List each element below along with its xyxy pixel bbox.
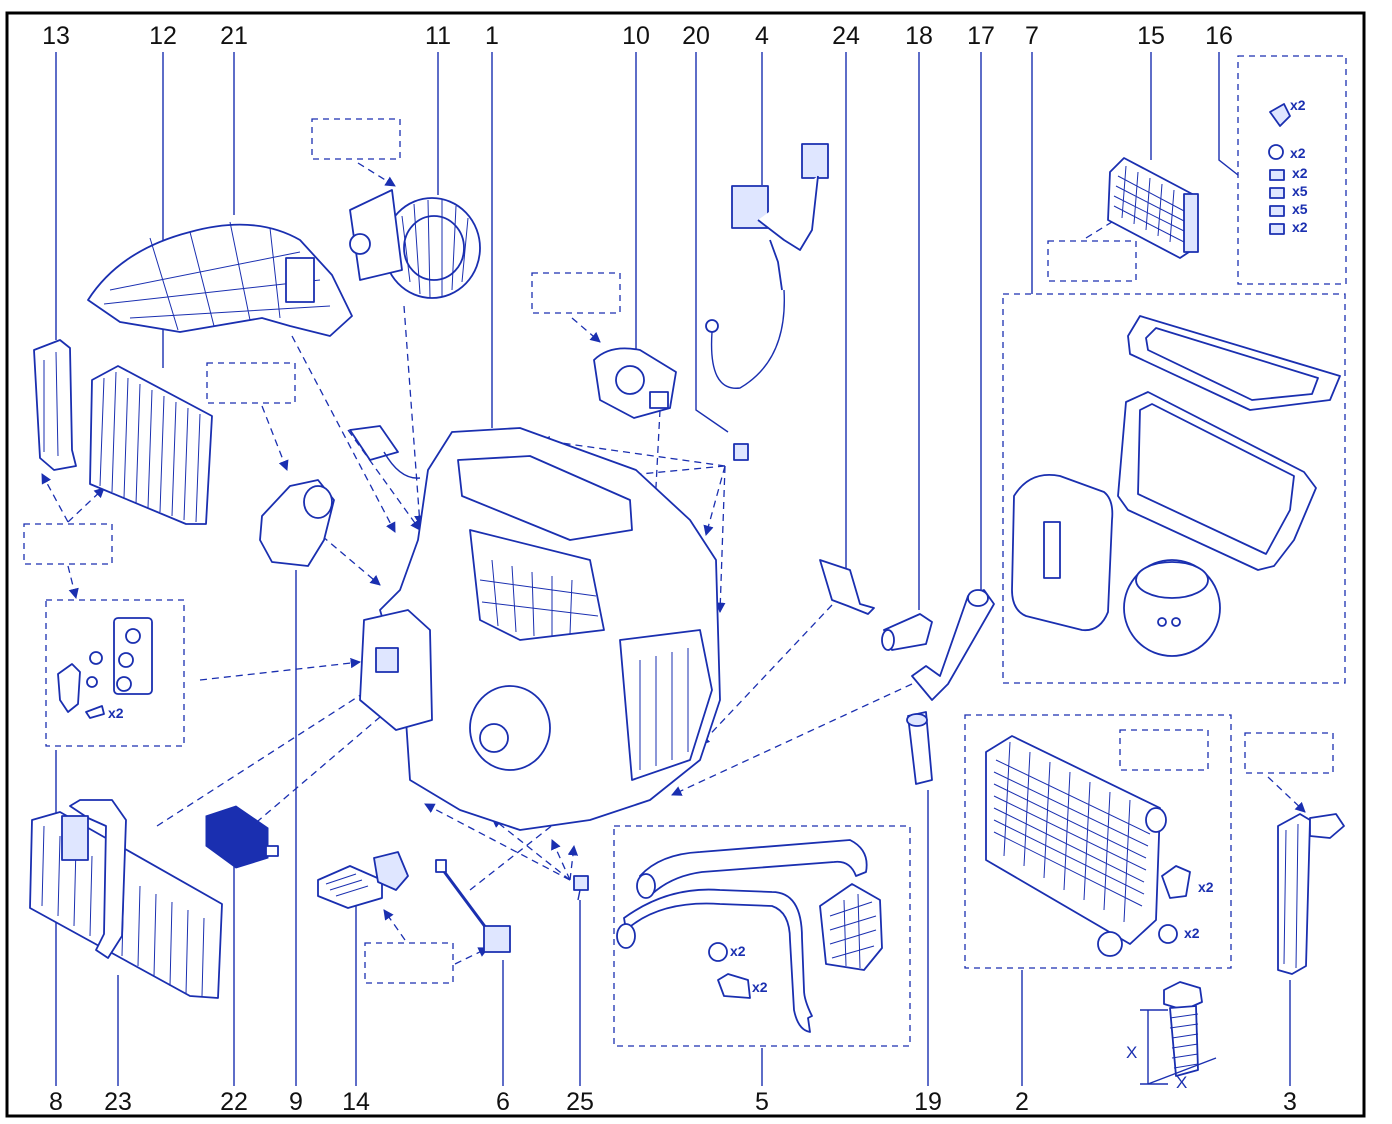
dim-label-horizontal: X bbox=[1176, 1073, 1187, 1092]
callout-6: 6 bbox=[496, 1088, 510, 1116]
callout-23: 23 bbox=[104, 1088, 132, 1116]
callout-18: 18 bbox=[905, 22, 933, 50]
kit-box-7 bbox=[1002, 293, 1346, 684]
callout-15: 15 bbox=[1137, 22, 1165, 50]
part-1-hvac-housing bbox=[349, 425, 721, 831]
callout-24: 24 bbox=[832, 22, 860, 50]
ref-box-10 bbox=[531, 272, 621, 314]
dashed-boxes bbox=[23, 55, 1347, 1047]
callout-13: 13 bbox=[42, 22, 70, 50]
ref-box-3 bbox=[1244, 732, 1334, 774]
part-6-sensor bbox=[435, 859, 511, 953]
part-18-connector bbox=[881, 613, 933, 651]
callout-17: 17 bbox=[967, 22, 995, 50]
ref-box-14-6 bbox=[364, 942, 454, 984]
part-21-air-duct bbox=[87, 221, 353, 337]
part-4-wiring-harness bbox=[705, 143, 829, 389]
callout-4: 4 bbox=[755, 22, 769, 50]
callout-25: 25 bbox=[566, 1088, 594, 1116]
part-13-side-trim bbox=[33, 339, 77, 471]
ref-box-11 bbox=[311, 118, 401, 160]
callout-2: 2 bbox=[1015, 1088, 1029, 1116]
callout-12: 12 bbox=[149, 22, 177, 50]
qty-kit16-6: x2 bbox=[1292, 219, 1308, 235]
callout-8: 8 bbox=[49, 1088, 63, 1116]
part-8-expansion-valve-kit: x2 bbox=[57, 617, 153, 721]
part-23-evaporator bbox=[29, 799, 223, 999]
callout-19: 19 bbox=[914, 1088, 942, 1116]
callouts-top: 13 12 21 11 1 10 20 4 24 18 17 7 15 16 bbox=[42, 22, 1233, 50]
part-7-seal-kit bbox=[1011, 315, 1341, 657]
kit-box-5 bbox=[613, 825, 911, 1047]
part-9-actuator bbox=[259, 479, 335, 567]
callout-1: 1 bbox=[485, 22, 499, 50]
qty-kit16-5: x5 bbox=[1292, 201, 1308, 217]
kit-box-16 bbox=[1237, 55, 1347, 285]
callout-10: 10 bbox=[622, 22, 650, 50]
callout-11: 11 bbox=[425, 22, 451, 50]
dim-label-vertical: X bbox=[1126, 1043, 1137, 1062]
callout-9: 9 bbox=[289, 1088, 303, 1116]
qty-kit16-3: x2 bbox=[1292, 165, 1308, 181]
ref-box-9 bbox=[206, 362, 296, 404]
callout-3: 3 bbox=[1283, 1088, 1297, 1116]
qty-kit16-4: x5 bbox=[1292, 183, 1308, 199]
callout-16: 16 bbox=[1205, 22, 1233, 50]
qty-kit16-2: x2 bbox=[1290, 145, 1306, 161]
callouts-bottom: 8 23 22 9 14 6 25 5 19 2 3 bbox=[49, 1088, 1297, 1116]
callout-14: 14 bbox=[342, 1088, 370, 1116]
part-24-bracket bbox=[819, 559, 875, 615]
callout-5: 5 bbox=[755, 1088, 769, 1116]
part-15-heater-core bbox=[1107, 157, 1199, 259]
callout-22: 22 bbox=[220, 1088, 248, 1116]
ref-box-2 bbox=[1119, 729, 1209, 771]
part-16-fastener-kit: x2 x2 x2 x5 x5 x2 bbox=[1268, 97, 1308, 235]
part-11-blower-motor bbox=[349, 189, 481, 299]
part-5-hose-kit: x2 x2 bbox=[616, 839, 883, 1033]
diagram-frame bbox=[5, 11, 1366, 1118]
callout-21: 21 bbox=[220, 22, 248, 50]
part-12-pollen-filter bbox=[89, 365, 213, 525]
qty-kit2-clip: x2 bbox=[1198, 879, 1214, 895]
part-19-drain bbox=[906, 711, 933, 785]
screw-dimension-detail: X X bbox=[1126, 981, 1217, 1092]
leader-lines bbox=[55, 52, 1291, 1086]
part-14-control-module bbox=[317, 851, 409, 909]
ref-box-13 bbox=[23, 523, 113, 565]
part-20-screw bbox=[733, 443, 749, 461]
qty-kit16-1: x2 bbox=[1290, 97, 1306, 113]
callout-20: 20 bbox=[682, 22, 710, 50]
qty-kit2-ring: x2 bbox=[1184, 925, 1200, 941]
part-17-pipe bbox=[911, 589, 995, 701]
qty-kit8: x2 bbox=[108, 705, 124, 721]
callout-7: 7 bbox=[1025, 22, 1039, 50]
part-22-resistor bbox=[205, 805, 279, 869]
ref-box-15 bbox=[1047, 240, 1137, 282]
kit-box-2 bbox=[964, 714, 1232, 969]
qty-kit5-clip: x2 bbox=[752, 979, 768, 995]
part-25-screw bbox=[573, 875, 589, 901]
kit-box-8 bbox=[45, 599, 185, 747]
part-3-trim-panel bbox=[1277, 813, 1345, 975]
part-10-actuator bbox=[593, 347, 677, 419]
part-2-heater-core-kit: x2 x2 bbox=[985, 735, 1214, 957]
qty-kit5-ring: x2 bbox=[730, 943, 746, 959]
